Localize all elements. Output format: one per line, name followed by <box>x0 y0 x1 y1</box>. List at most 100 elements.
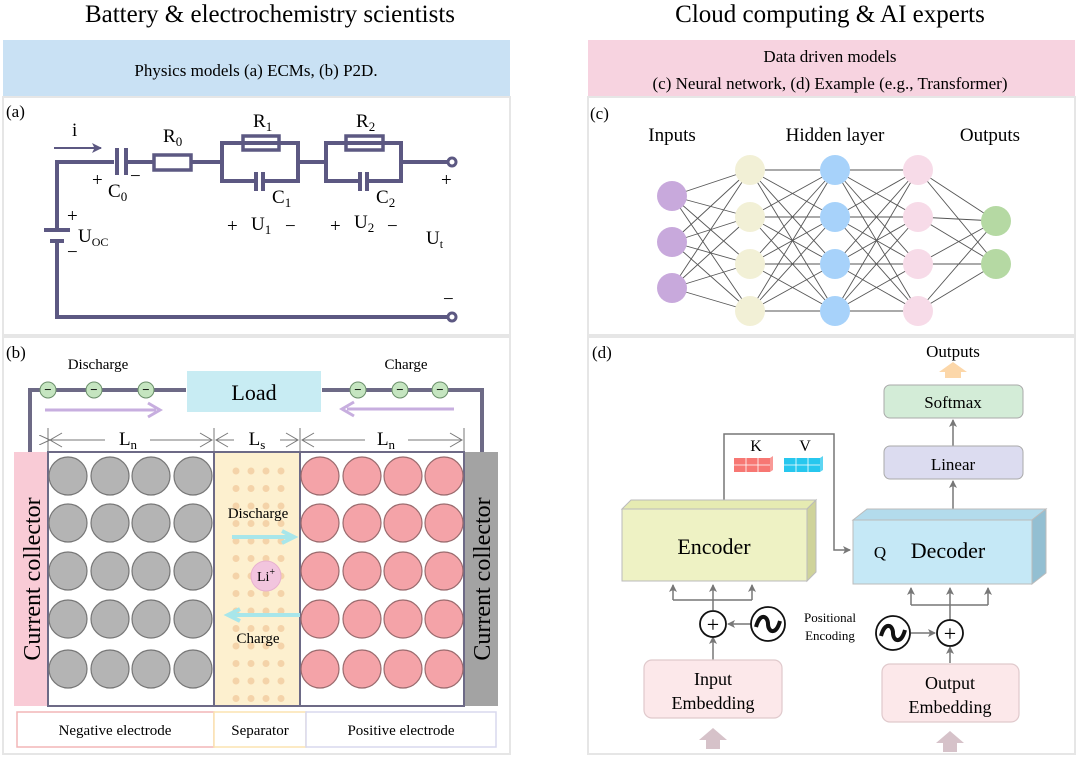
separator-pore <box>232 642 240 650</box>
right-column-title: Cloud computing & AI experts <box>675 1 985 28</box>
current-label: i <box>72 120 77 141</box>
r1-label: R1 <box>253 111 272 134</box>
electrode-particle <box>383 551 423 591</box>
circuit-wires <box>44 134 448 319</box>
separator-pore <box>247 607 255 615</box>
left-current-collector-label: Current collector <box>20 497 46 660</box>
separator-pore <box>247 625 255 632</box>
separator-pore <box>262 467 270 475</box>
separator-pore <box>232 660 240 667</box>
softmax-box <box>883 384 1024 419</box>
panel-a-ecm-circuit: (a) <box>2 96 511 336</box>
separator-pore <box>232 555 240 562</box>
nn-nodes <box>657 155 1011 326</box>
data-driven-banner-line1: Data driven models <box>763 47 896 66</box>
nn-connection <box>834 169 919 312</box>
electrode-particle <box>131 551 171 591</box>
electrode-particle <box>90 551 130 591</box>
linear-label: Linear <box>931 455 976 474</box>
nn-connection <box>671 216 751 289</box>
nn-node <box>657 273 687 303</box>
nn-node <box>903 202 933 232</box>
separator-pore <box>277 625 285 632</box>
separator-pore <box>277 642 285 650</box>
u1-label: U1 <box>251 214 271 237</box>
separator-pore <box>262 677 270 685</box>
u2-minus-sign: − <box>387 216 398 237</box>
electrode-particle <box>48 503 88 543</box>
c0-plus-sign: + <box>92 170 103 191</box>
separator-pore <box>232 695 240 702</box>
input-embedding-box <box>643 659 783 719</box>
nn-node <box>820 249 850 279</box>
discharge-label: Discharge <box>68 357 129 373</box>
decoder-add-sign: + <box>944 621 956 646</box>
linear-box <box>883 445 1024 480</box>
decoder-box-top <box>851 508 1048 521</box>
nn-connection <box>671 241 751 312</box>
nn-connection <box>749 263 836 312</box>
terminal-negative <box>446 311 458 323</box>
c1-label: C1 <box>272 187 291 210</box>
r0-label: R0 <box>163 126 182 149</box>
nn-node <box>903 296 933 326</box>
electron-icon <box>349 381 367 399</box>
electrode-particle <box>48 551 88 591</box>
nn-connection <box>749 169 836 312</box>
ion-discharge-arrowhead-icon <box>281 529 299 545</box>
nn-connection <box>917 169 997 265</box>
electrode-particle <box>342 599 382 639</box>
load-box <box>187 371 321 412</box>
nn-connection <box>834 169 919 218</box>
encoder-add-icon <box>699 610 727 638</box>
separator-pore <box>262 555 270 562</box>
electron-icon <box>431 381 449 399</box>
electrode-particle <box>173 503 213 543</box>
separator-pore <box>277 695 285 702</box>
electron-icon <box>39 381 57 399</box>
separator-pore <box>262 520 270 527</box>
c0-minus-sign: − <box>130 166 141 187</box>
nn-node <box>657 227 687 257</box>
output-embedding-box <box>881 663 1020 723</box>
nn-node <box>735 202 765 232</box>
data-driven-banner <box>588 40 1075 97</box>
electrode-particle <box>173 599 213 639</box>
legend-separator <box>213 711 307 748</box>
separator-pore <box>277 502 285 510</box>
nn-connection <box>917 169 997 222</box>
separator-pore <box>277 677 285 685</box>
separator-pore <box>247 660 255 667</box>
electrode-particle <box>300 551 340 591</box>
nn-connection <box>671 169 751 243</box>
output-embedding-line2: Embedding <box>909 697 992 717</box>
separator-pore <box>232 537 240 545</box>
k-label: K <box>750 438 762 455</box>
electrode-particle <box>424 551 464 591</box>
nn-node <box>657 181 687 211</box>
nn-connection <box>834 169 919 265</box>
separator-pore <box>247 555 255 562</box>
nn-node <box>735 296 765 326</box>
separator-pore <box>262 502 270 510</box>
output-embedding-line1: Output <box>925 673 975 693</box>
panel-d-label: (d) <box>592 343 612 362</box>
electrode-particle <box>48 599 88 639</box>
physics-models-banner-text: Physics models (a) ECMs, (b) P2D. <box>134 61 377 80</box>
separator-pore <box>277 607 285 615</box>
encoder-label: Encoder <box>677 534 751 559</box>
separator-pore <box>277 467 285 475</box>
electrode-particle <box>90 503 130 543</box>
decoder-label: Decoder <box>911 538 986 563</box>
legend-positive-electrode <box>305 711 497 748</box>
ln-left-label: Ln <box>119 429 138 452</box>
electrode-particle <box>90 456 130 496</box>
c0-label: C0 <box>108 181 127 204</box>
separator-pore <box>247 677 255 685</box>
resistor-r1 <box>241 134 281 152</box>
nn-connection <box>917 220 997 312</box>
r2-label: R2 <box>356 111 375 134</box>
u2-plus-sign: + <box>330 216 341 237</box>
panel-c-neural-network: (c) Inputs Hidden layer Outputs <box>587 96 1076 336</box>
